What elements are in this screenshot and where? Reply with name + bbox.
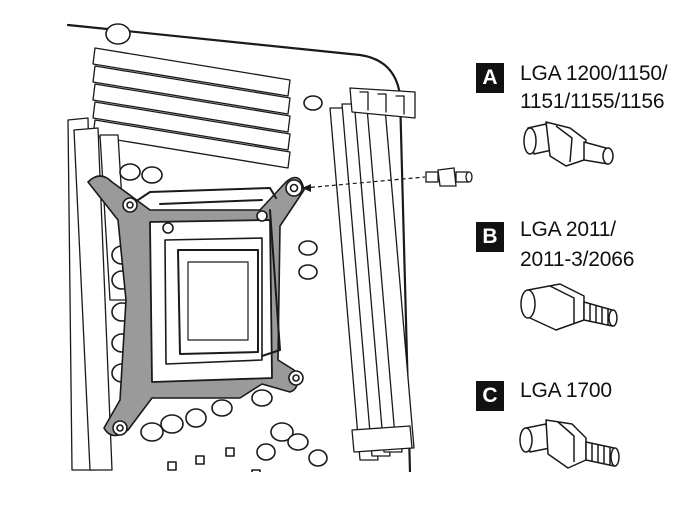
option-b-label-line2: 2011-3/2066 [520, 248, 635, 271]
option-a-label-line1: LGA 1200/1150/ [520, 62, 668, 85]
option-b-badge: B [476, 222, 504, 252]
socket-lever [137, 187, 281, 357]
option-c-label: LGA 1700 [520, 379, 612, 402]
option-a-badge: A [476, 63, 504, 93]
ram-slots [329, 87, 416, 461]
option-a-label-line2: 1151/1155/1156 [520, 90, 665, 113]
cpu [177, 249, 259, 355]
option-b-label-line1: LGA 2011/ [520, 218, 616, 241]
option-c-badge: C [476, 381, 504, 411]
install-guide-line [303, 176, 426, 189]
mounting-holes [112, 179, 304, 436]
standoff-in-transit [425, 167, 473, 187]
